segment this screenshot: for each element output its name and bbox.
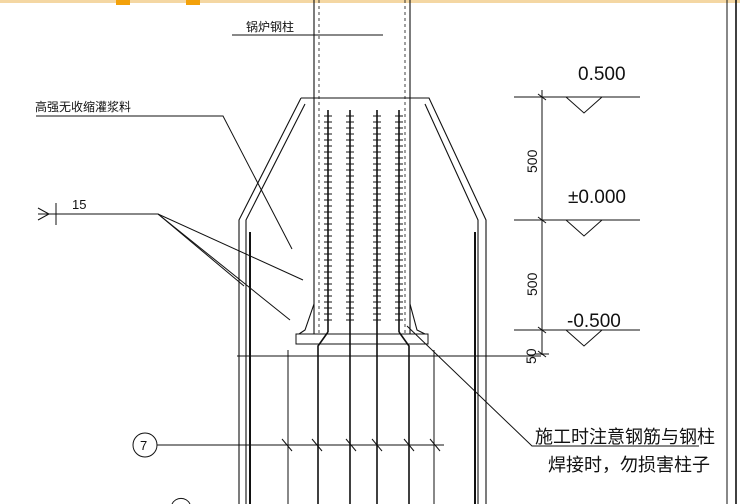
column-label: 锅炉钢柱 xyxy=(246,19,294,34)
level-mid-label: ±0.000 xyxy=(568,187,626,208)
grid-bubble-group xyxy=(132,432,444,504)
dimension-chain xyxy=(535,90,549,358)
gap-dimension-label: 15 xyxy=(72,197,86,212)
grid-bubble-label: 7 xyxy=(140,438,147,453)
dimension-lower-label: 500 xyxy=(524,272,540,296)
column-lines xyxy=(313,0,411,334)
level-markers xyxy=(514,96,640,347)
window-top-accent-strip xyxy=(0,0,740,5)
gap-dimension-arrow xyxy=(37,203,63,225)
level-top-label: 0.500 xyxy=(578,64,626,85)
dimension-bottom-gap-label: 50 xyxy=(523,348,539,364)
dimension-upper-label: 500 xyxy=(524,149,540,173)
grout-label: 高强无收缩灌浆料 xyxy=(35,99,131,114)
level-bottom-label: -0.500 xyxy=(567,311,621,332)
grout-pocket-outline xyxy=(237,97,541,504)
right-frame-lines xyxy=(726,0,737,504)
leader-lines xyxy=(36,34,699,447)
rebar-lines xyxy=(249,110,476,504)
note-line-2: 焊接时，勿损害柱子 xyxy=(548,455,710,476)
rebar-ticks xyxy=(324,115,403,321)
note-line-1: 施工时注意钢筋与钢柱 xyxy=(535,427,715,448)
